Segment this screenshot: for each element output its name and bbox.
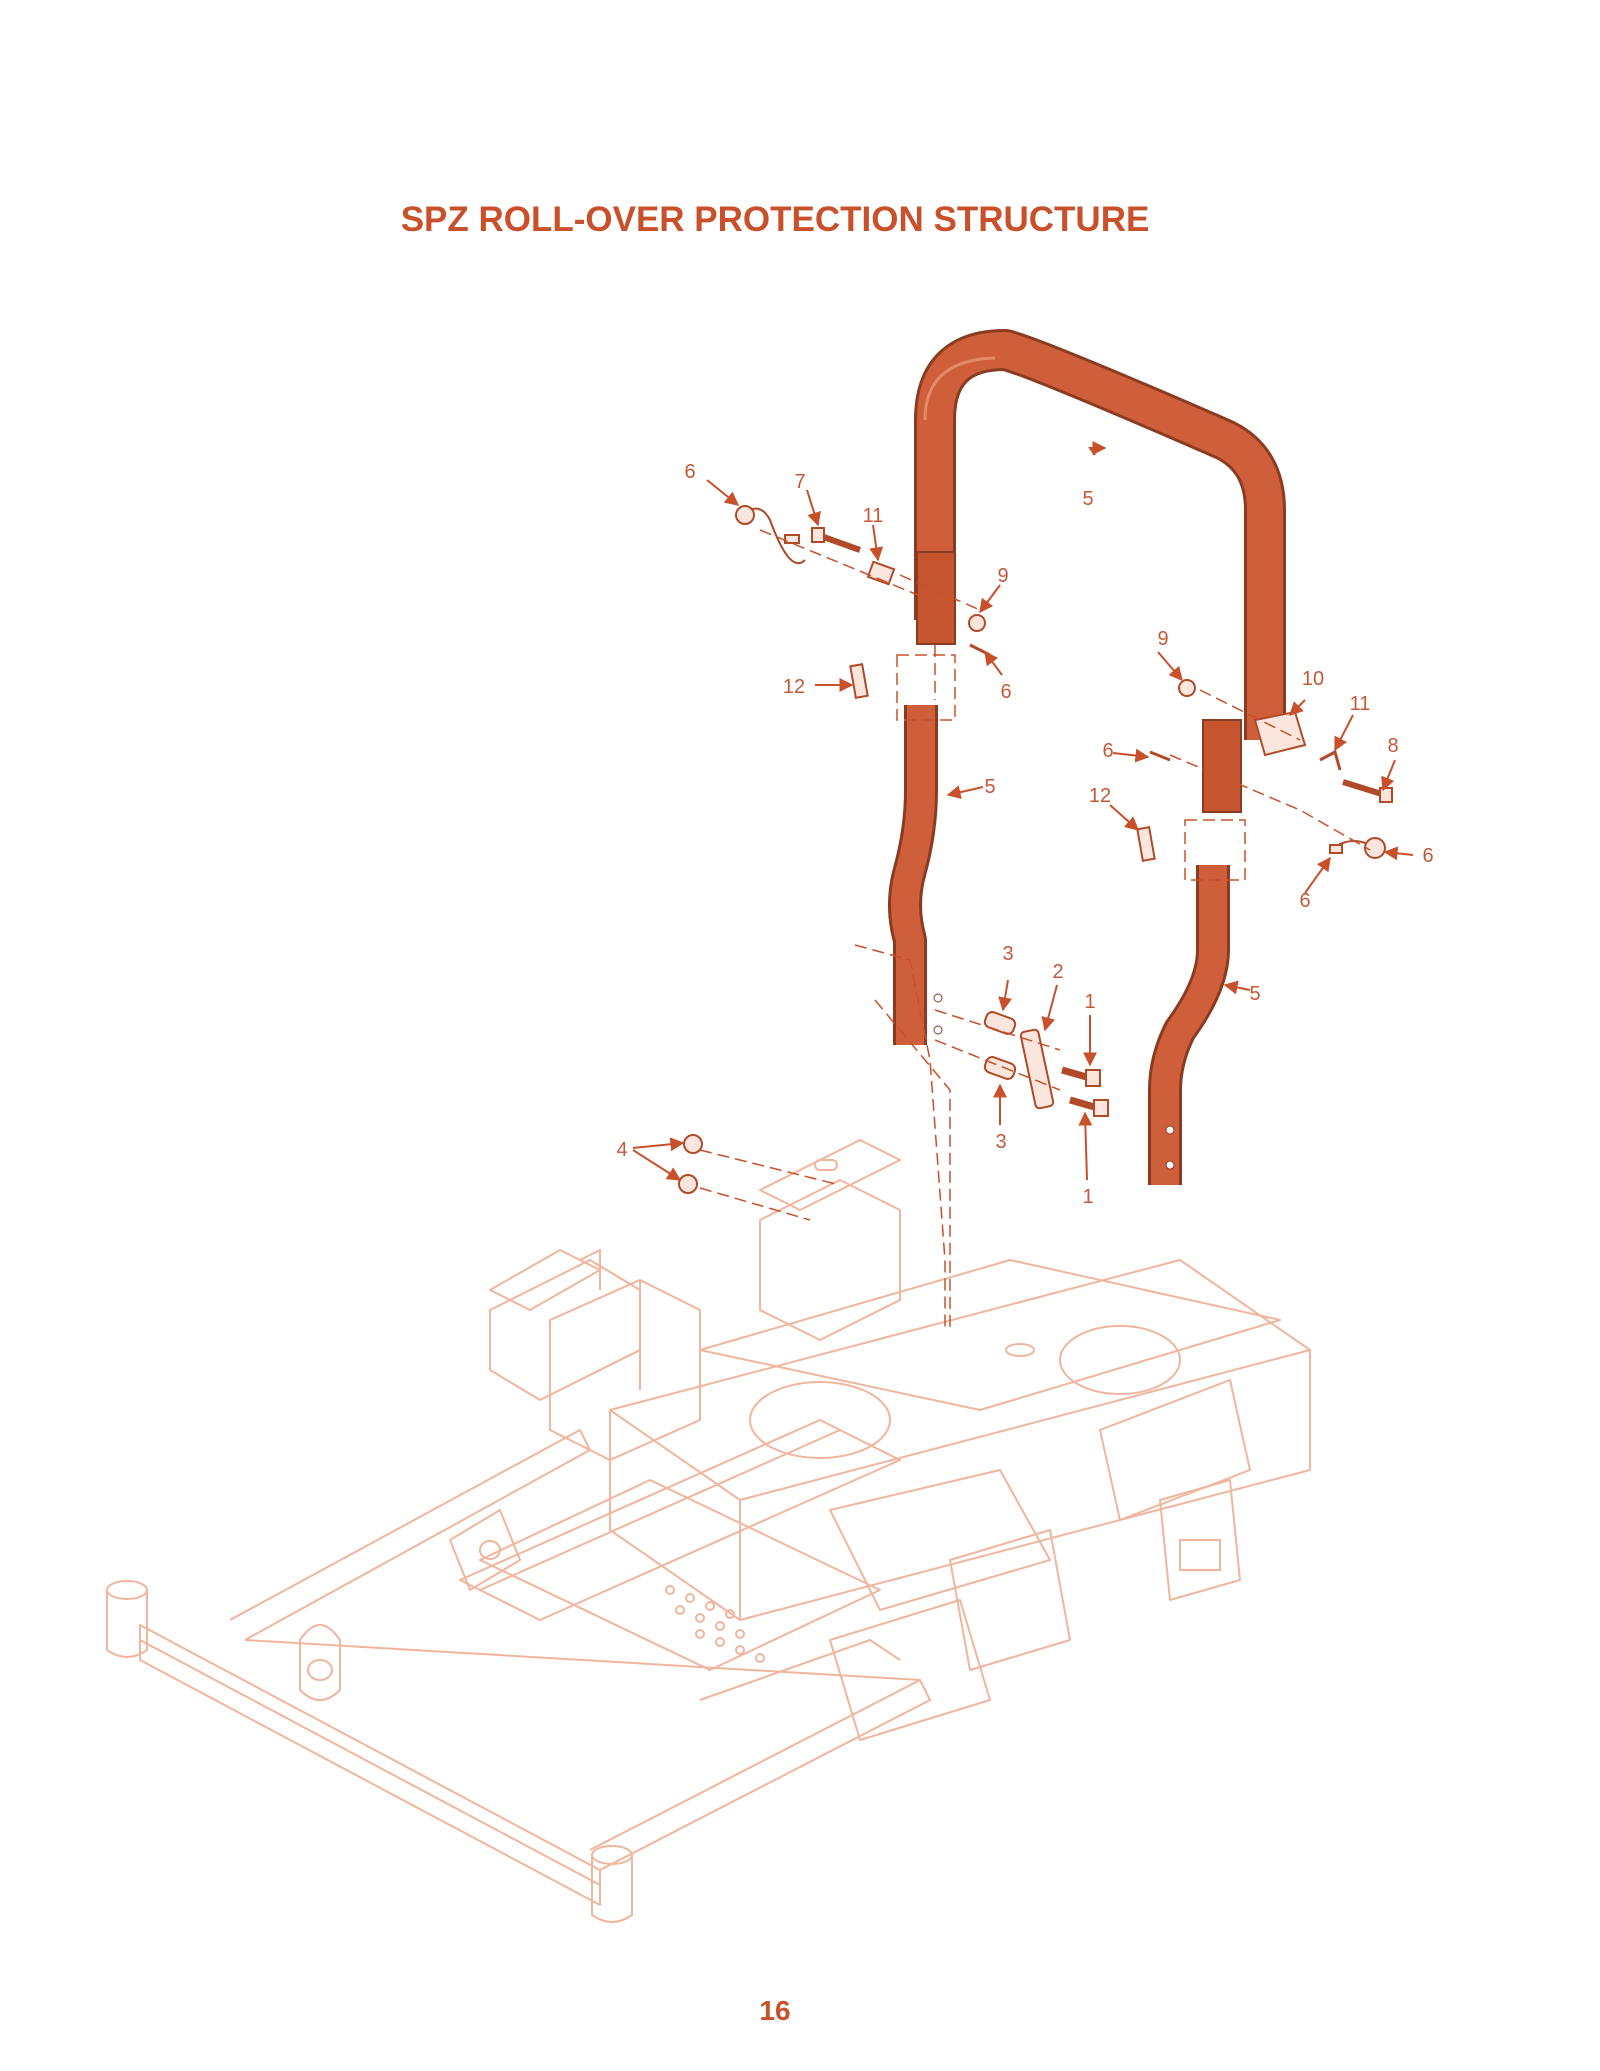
callout-7-bolt: 7: [794, 471, 805, 493]
callout-1-bolt-top: 1: [1084, 991, 1095, 1013]
callout-11-spacer-left: 11: [863, 505, 884, 527]
callout-9-nut-right: 9: [1157, 628, 1168, 650]
assembly-guide-lines: [699, 529, 1371, 1330]
callout-3-spacer-top: 3: [1002, 943, 1013, 965]
callout-5-upper-hoop: 5: [1082, 488, 1093, 510]
callout-12-plate-right: 12: [1089, 785, 1111, 807]
callout-5-left-tube: 5: [984, 776, 995, 798]
page-title: SPZ ROLL-OVER PROTECTION STRUCTURE: [400, 200, 1150, 239]
callout-3-spacer-bottom: 3: [995, 1131, 1006, 1153]
callout-9-nut-left: 9: [997, 565, 1008, 587]
callout-11-clip-right: 11: [1350, 693, 1371, 715]
mower-frame: [106, 1139, 1311, 1923]
callout-arrows: [632, 441, 1414, 1181]
callout-10-bracket: 10: [1302, 668, 1324, 690]
callout-6-clip-right: 6: [1102, 740, 1113, 762]
rops-right-lower-tube: [1148, 865, 1230, 1185]
callout-6-pin-right: 6: [1422, 845, 1433, 867]
callout-8-bolt: 8: [1387, 735, 1398, 757]
page-number: 16: [759, 1995, 791, 2026]
rops-upper-hoop: [914, 329, 1286, 813]
callout-1-bolt-bottom: 1: [1082, 1186, 1093, 1208]
callout-6-pin-left: 6: [684, 461, 695, 483]
rops-left-lower-tube: [888, 705, 943, 1045]
callout-12-plate-left: 12: [783, 676, 805, 698]
callout-5-right-tube: 5: [1249, 983, 1260, 1005]
callouts: 6 7 11 5 9 6 12 5 9 10 11 8 6 12 6 6 5 3…: [616, 441, 1434, 1208]
callout-6-clip-left: 6: [1000, 681, 1011, 703]
callout-4-nuts: 4: [616, 1139, 627, 1161]
deck-holes: [665, 1585, 765, 1663]
callout-6-clip-lower-right: 6: [1299, 890, 1310, 912]
callout-2-plate: 2: [1052, 961, 1063, 983]
